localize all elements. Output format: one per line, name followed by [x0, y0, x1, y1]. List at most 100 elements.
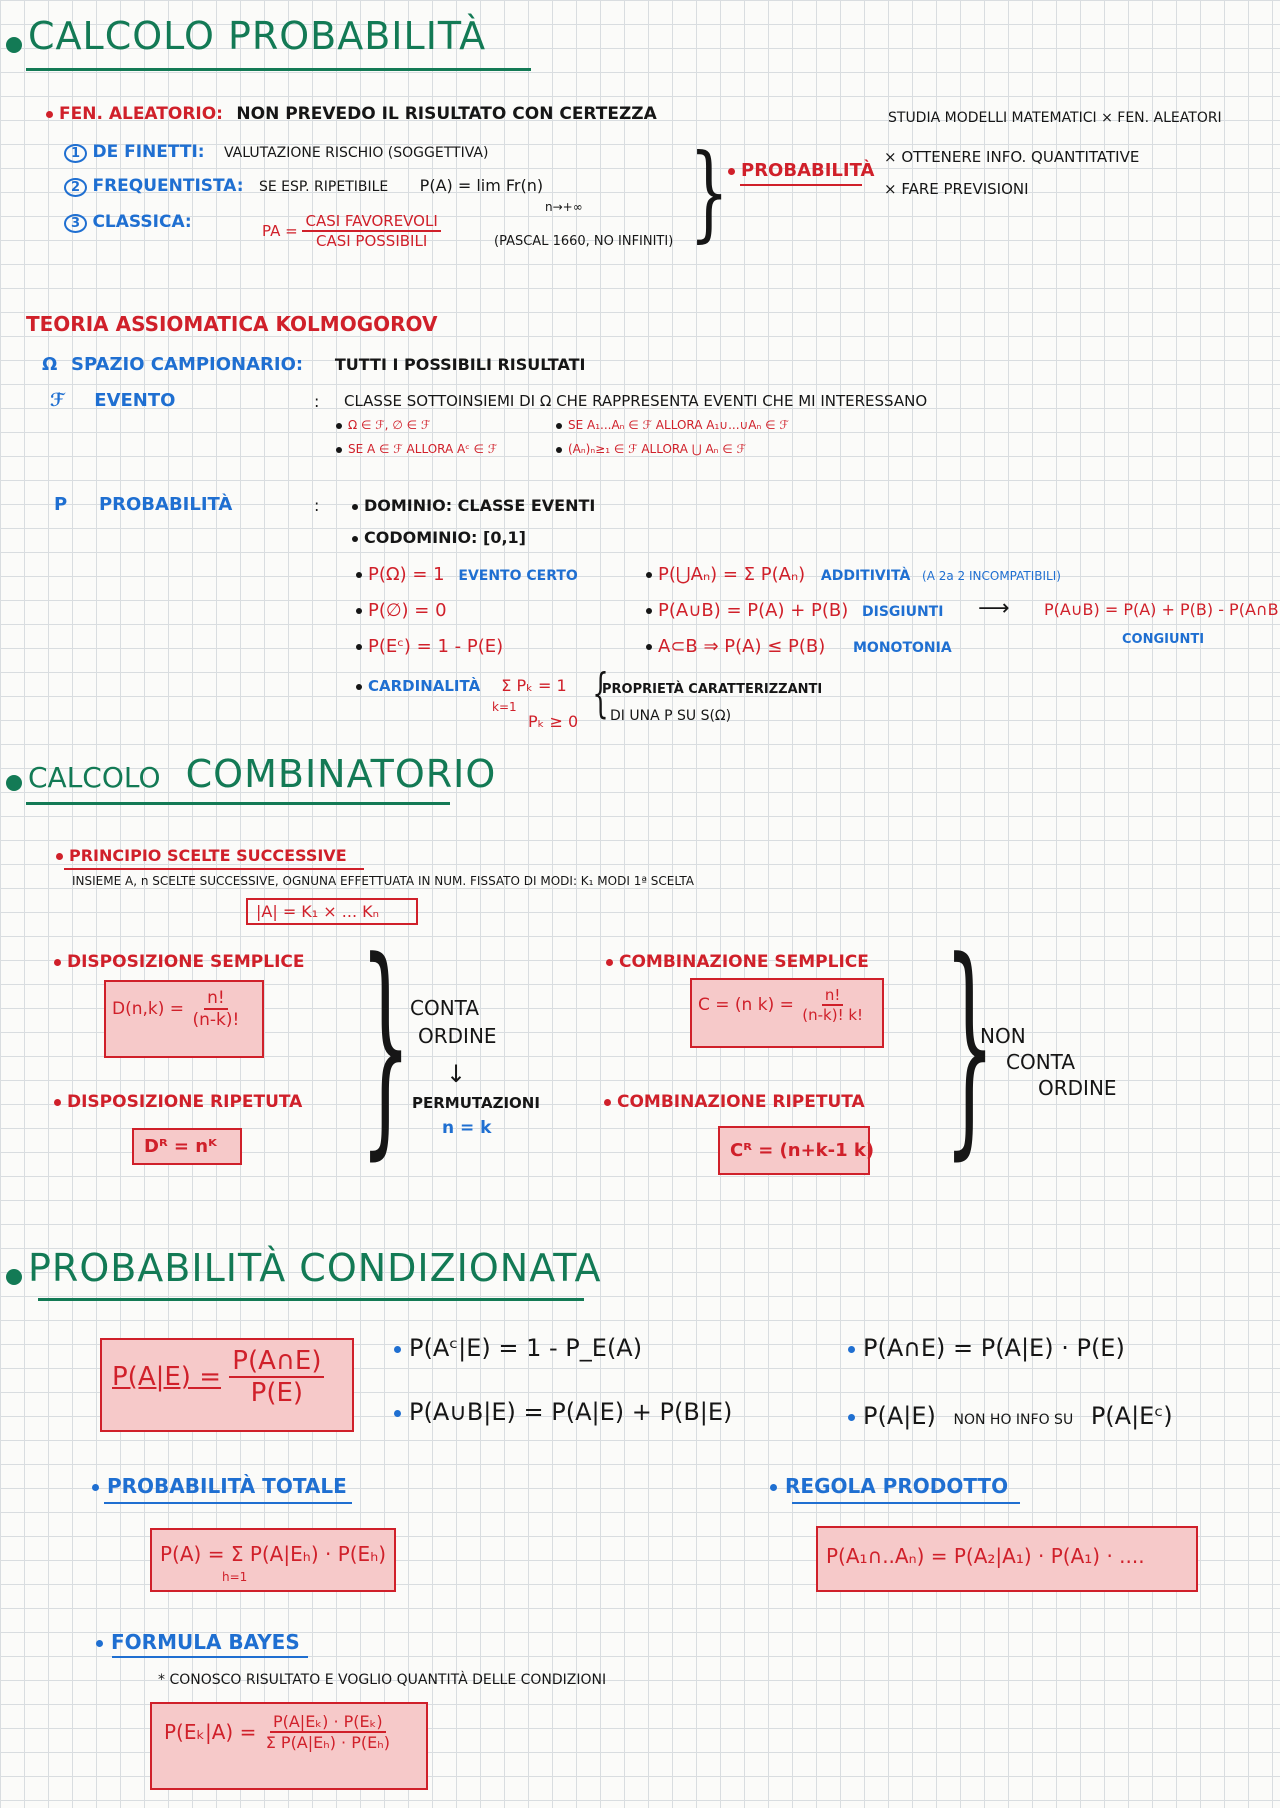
dominio: DOMINIO: CLASSE EVENTI: [352, 496, 595, 515]
fraction-numerator: n!: [821, 986, 844, 1006]
bullet-dot: [728, 167, 735, 175]
bullet-dot: [556, 422, 562, 429]
cardinality-row: CARDINALITÀ Σ Pₖ = 1: [356, 676, 567, 695]
principle-label: PRINCIPIO SCELTE SUCCESSIVE: [56, 846, 347, 865]
label-text: DISPOSIZIONE SEMPLICE: [67, 952, 305, 972]
event-rule-3: SE A₁...Aₙ ∈ ℱ ALLORA A₁∪...∪Aₙ ∈ ℱ: [556, 418, 789, 432]
permutations-label: PERMUTAZIONI: [412, 1094, 540, 1112]
bullet-dot: [646, 608, 652, 614]
classical-lhs: PA =: [262, 222, 298, 240]
classical-label: CLASSICA:: [92, 212, 192, 232]
sample-space-row: Ω SPAZIO CAMPIONARIO: TUTTI I POSSIBILI …: [42, 354, 585, 375]
bullet-dot: [336, 422, 342, 429]
bayes-underline: [112, 1656, 308, 1658]
probability-label: PROBABILITÀ: [98, 494, 233, 515]
bullet-dot: [352, 535, 358, 542]
frequentist-label: FREQUENTISTA:: [92, 176, 244, 196]
cond-prop-3: P(A∩E) = P(A|E) · P(E): [848, 1334, 1125, 1362]
heading-text-a: CALCOLO: [28, 761, 161, 794]
cardinality-nonneg: Pₖ ≥ 0: [528, 712, 579, 731]
non-label: NON: [980, 1024, 1026, 1048]
conditional-main-formula: P(A|E) = P(A∩E)P(E): [112, 1346, 325, 1408]
bullet-dot: [604, 1098, 611, 1106]
definetti-text: VALUTAZIONE RISCHIO (SOGGETTIVA): [224, 145, 489, 161]
bullet-dot: [356, 644, 362, 650]
label-text: PROBABILITÀ TOTALE: [107, 1474, 347, 1498]
axiom-3: P(Eᶜ) = 1 - P(E): [356, 636, 503, 657]
total-prob-sub: h=1: [222, 1570, 248, 1584]
probability-row: P PROBABILITÀ: [54, 494, 232, 515]
product-rule-formula: P(A₁∩..Aₙ) = P(A₂|A₁) · P(A₁) · ....: [826, 1544, 1145, 1568]
definetti-row: 1 DE FINETTI: VALUTAZIONE RISCHIO (SOGGE…: [64, 142, 489, 163]
event-text: CLASSE SOTTOINSIEMI DI Ω CHE RAPPRESENTA…: [344, 392, 928, 410]
bullet-dot: [556, 446, 562, 453]
cond-prop-1: P(Aᶜ|E) = 1 - P_E(A): [394, 1334, 642, 1362]
cond-prop-4: P(A|E) NON HO INFO SU P(A|Eᶜ): [848, 1402, 1173, 1430]
title-underline: [38, 1298, 584, 1301]
bullet-dot: [54, 958, 61, 966]
uses-2: × FARE PREVISIONI: [884, 180, 1029, 198]
bullet-dot: [606, 958, 613, 966]
disp-repeated-box: Dᴿ = nᴷ: [132, 1128, 242, 1165]
cardinality-sub: k=1: [492, 700, 517, 714]
total-prob-box: [150, 1528, 396, 1592]
ordine-label: ORDINE: [418, 1024, 497, 1048]
fraction-denominator: Σ P(A|Eₕ) · P(Eₕ): [265, 1733, 390, 1752]
bullet-dot: [394, 1409, 401, 1417]
axiom-1: P(Ω) = 1 EVENTO CERTO: [356, 564, 578, 585]
section-conditional-title: PROBABILITÀ CONDIZIONATA: [6, 1246, 602, 1290]
formula-lhs: D(n,k) =: [112, 999, 185, 1019]
definetti-label: DE FINETTI:: [92, 142, 205, 162]
kolmogorov-title: TEORIA ASSIOMATICA KOLMOGOROV: [26, 312, 438, 336]
title-underline: [26, 68, 531, 71]
section-probability-title: CALCOLO PROBABILITÀ: [6, 14, 486, 58]
codominio: CODOMINIO: [0,1]: [352, 528, 526, 547]
disp-simple-box: [104, 980, 264, 1058]
dominio-text: DOMINIO: CLASSE EVENTI: [364, 496, 596, 515]
title-underline: [26, 802, 450, 805]
cond-prop-2: P(A∪B|E) = P(A|E) + P(B|E): [394, 1398, 732, 1426]
bullet-dot: [6, 774, 22, 791]
axiom-2: P(∅) = 0: [356, 600, 447, 621]
bayes-formula: P(Eₖ|A) = P(A|Eₖ) · P(Eₖ)Σ P(A|Eₕ) · P(E…: [164, 1712, 393, 1752]
frequentist-row: 2 FREQUENTISTA: SE ESP. RIPETIBILE P(A) …: [64, 176, 544, 197]
cardinality-note-2: DI UNA P SU S(Ω): [610, 708, 732, 724]
probability-colon: :: [314, 496, 320, 515]
prop-formula: P(Aᶜ|E) = 1 - P_E(A): [409, 1334, 643, 1362]
axiom-7-note: CONGIUNTI: [1122, 632, 1205, 647]
event-row: ℱ EVENTO: [50, 390, 175, 411]
num-1: 1: [64, 144, 88, 163]
label-text: COMBINAZIONE RIPETUTA: [617, 1092, 865, 1112]
product-rule-box: [816, 1526, 1198, 1592]
fen-label: FEN. ALEATORIO:: [59, 104, 223, 124]
random-phenomenon-def: FEN. ALEATORIO: NON PREVEDO IL RISULTATO…: [46, 104, 657, 124]
cardinality-label: CARDINALITÀ: [368, 677, 481, 695]
prop-formula: P(A∪B|E) = P(A|E) + P(B|E): [409, 1398, 733, 1426]
principle-box: |A| = K₁ × ... Kₙ: [246, 898, 418, 925]
rule-text: SE A₁...Aₙ ∈ ℱ ALLORA A₁∪...∪Aₙ ∈ ℱ: [568, 418, 789, 432]
comb-simple-formula: C = (n k) = n!(n-k)! k!: [698, 986, 866, 1024]
event-symbol: ℱ: [50, 390, 65, 411]
fen-text: NON PREVEDO IL RISULTATO CON CERTEZZA: [236, 104, 657, 124]
classical-fraction: CASI FAVOREVOLI CASI POSSIBILI: [302, 212, 441, 250]
principle-description: INSIEME A, n SCELTE SUCCESSIVE, OGNUNA E…: [72, 874, 695, 888]
frequentist-text: SE ESP. RIPETIBILE: [258, 179, 389, 195]
axiom-7: P(A∪B) = P(A) + P(B) - P(A∩B): [1044, 600, 1280, 619]
formula-lhs: P(A|E) =: [112, 1362, 221, 1392]
bayes-label: FORMULA BAYES: [96, 1630, 300, 1654]
prop-formula: P(A|E): [863, 1402, 936, 1430]
bullet-dot: [6, 1268, 22, 1285]
section-combinatorics-title: CALCOLO COMBINATORIO: [6, 752, 496, 796]
bullet-dot: [646, 644, 652, 650]
total-prob-label: PROBABILITÀ TOTALE: [92, 1474, 347, 1498]
bullet-dot: [356, 572, 362, 578]
permutations-cond: n = k: [442, 1118, 492, 1138]
frequentist-formula: P(A) = lim Fr(n): [419, 176, 544, 195]
formula-fraction: P(A∩E)P(E): [229, 1346, 325, 1408]
bullet-dot: [394, 1345, 401, 1353]
p-symbol: P: [54, 494, 68, 515]
prob-label: PROBABILITÀ: [741, 160, 875, 181]
probability-uses-label: PROBABILITÀ: [728, 160, 874, 181]
axiom-note: DISGIUNTI: [861, 604, 944, 620]
formula-lhs: C = (n k) =: [698, 995, 794, 1015]
